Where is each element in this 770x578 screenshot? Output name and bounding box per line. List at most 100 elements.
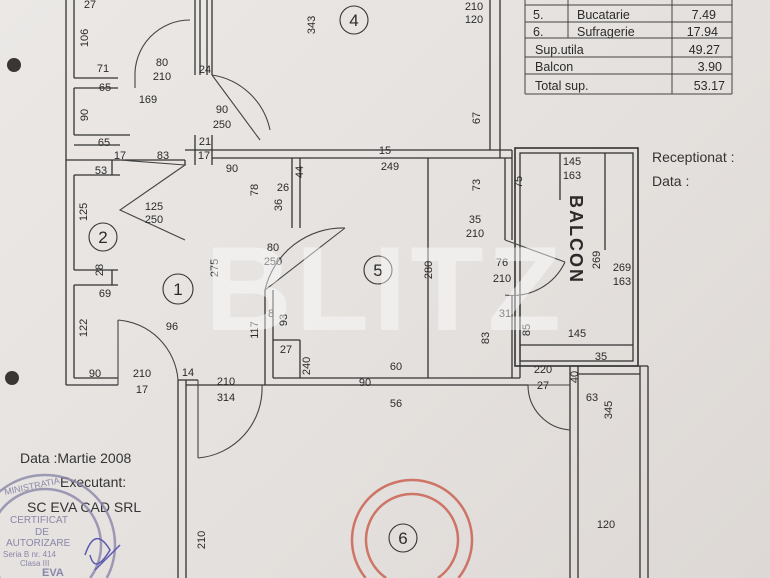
room-number-4: 4: [349, 11, 358, 30]
dimension-label: 96: [166, 321, 178, 333]
registry-stamp: [350, 478, 474, 578]
table-total-value: 53.17: [694, 79, 725, 93]
dimension-label: 210: [465, 1, 483, 13]
room-number-1: 1: [173, 280, 182, 299]
received-label: Receptionat :: [652, 149, 735, 165]
dimension-label: 17: [136, 384, 148, 396]
stamp-text: CERTIFICAT: [10, 515, 68, 526]
dimension-label: 163: [563, 170, 581, 182]
dimension-label: 53: [95, 165, 107, 177]
room-number-5: 5: [373, 261, 382, 280]
dimension-label: 75: [513, 176, 525, 188]
balcony-label: BALCON: [566, 195, 586, 284]
dimension-label: 69: [99, 288, 111, 300]
room-number-6: 6: [398, 529, 407, 548]
binder-hole-icon: [7, 58, 21, 72]
area-table: [524, 0, 733, 95]
room-number-circle: [88, 222, 118, 252]
dimension-label: 90: [226, 163, 238, 175]
dimension-label: 145: [568, 328, 586, 340]
dimension-label: 125: [145, 201, 163, 213]
executant-label: Executant:: [60, 474, 126, 490]
table-cell-area: 17.94: [687, 25, 718, 39]
dimension-label: 8: [268, 308, 274, 320]
dimension-label: 35: [595, 351, 607, 363]
dimension-label: 163: [613, 276, 631, 288]
reception-date-label: Data :: [652, 173, 689, 189]
stamp-text: AUTORIZARE: [6, 538, 71, 549]
dimension-label: 83: [480, 332, 492, 344]
dimension-label: 345: [603, 401, 615, 419]
table-cell-no: 6.: [533, 25, 543, 39]
dimension-label: 73: [471, 179, 483, 191]
dimension-label: 250: [264, 256, 282, 268]
dimension-label: 145: [563, 156, 581, 168]
dimension-label: 280: [423, 261, 435, 279]
watermark: BLITZ: [205, 222, 565, 356]
dimension-label: 27: [280, 344, 292, 356]
dimension-label: 314: [217, 392, 235, 404]
table-total-label: Balcon: [535, 60, 573, 74]
dimension-label: 36: [273, 199, 285, 211]
dimension-label: 15: [379, 145, 391, 157]
dimension-label: 122: [78, 319, 90, 337]
dimension-label: 67: [471, 112, 483, 124]
dimension-label: 275: [209, 259, 221, 277]
dimension-label: 210: [153, 71, 171, 83]
dimension-label: 249: [381, 161, 399, 173]
door-swings: [117, 19, 571, 459]
dimension-label: 17: [198, 150, 210, 162]
dimension-label: 120: [597, 519, 615, 531]
dimension-label: 65: [99, 82, 111, 94]
dimension-label: 269: [591, 251, 603, 269]
room-number-circle: [363, 255, 393, 285]
dimension-label: 90: [359, 377, 371, 389]
stamp-text: DE: [35, 527, 49, 538]
dimension-label: 78: [249, 184, 261, 196]
dimension-label: 210: [196, 531, 208, 549]
dimension-label: 269: [613, 262, 631, 274]
table-cell-no: 5.: [533, 8, 543, 22]
dimension-label: 117: [249, 321, 261, 339]
walls: [65, 0, 649, 578]
stamp-text: Clasa III: [20, 559, 49, 568]
dimension-label: 240: [301, 357, 313, 375]
dimension-label: 17: [114, 150, 126, 162]
table-cell-room: Sufragerie: [577, 25, 635, 39]
dimension-label: 31: [499, 308, 511, 320]
dimension-label: 26: [277, 182, 289, 194]
dimension-label: 28: [94, 264, 106, 276]
dimension-label: 76: [496, 257, 508, 269]
table-total-value: 49.27: [689, 43, 720, 57]
room-number-circle: [388, 523, 418, 553]
dimension-label: 120: [465, 14, 483, 26]
authorization-stamp: MINISTRATIA CERTIFICAT DE AUTORIZARE Ser…: [0, 473, 121, 578]
dimension-label: 250: [145, 214, 163, 226]
dimension-label: 85: [521, 324, 533, 336]
stamp-text: Seria B nr. 414: [3, 550, 56, 559]
dimension-label: 250: [213, 119, 231, 131]
room-number-circle: [162, 273, 194, 305]
dimension-label: 106: [79, 29, 91, 47]
stamp-text: EVA: [42, 567, 64, 578]
table-cell-area: 7.49: [692, 8, 716, 22]
binder-hole-icon: [5, 371, 19, 385]
company-name: SC EVA CAD SRL: [27, 499, 141, 515]
room-number-circle: [339, 5, 369, 35]
table-cell-room: Bucatarie: [577, 8, 630, 22]
dimension-label: 21: [199, 136, 211, 148]
table-total-value: 3.90: [698, 60, 722, 74]
dimension-label: 63: [586, 392, 598, 404]
dimension-label: 90: [89, 368, 101, 380]
dimension-label: 343: [306, 16, 318, 34]
dimension-label: 60: [390, 361, 402, 373]
dimension-label: 210: [493, 273, 511, 285]
table-total-label: Total sup.: [535, 79, 589, 93]
dimension-label: 210: [466, 228, 484, 240]
dimension-label: 80: [156, 57, 168, 69]
dimension-label: 90: [216, 104, 228, 116]
dimension-label: 27: [84, 0, 96, 11]
dimension-label: 24: [199, 64, 211, 76]
